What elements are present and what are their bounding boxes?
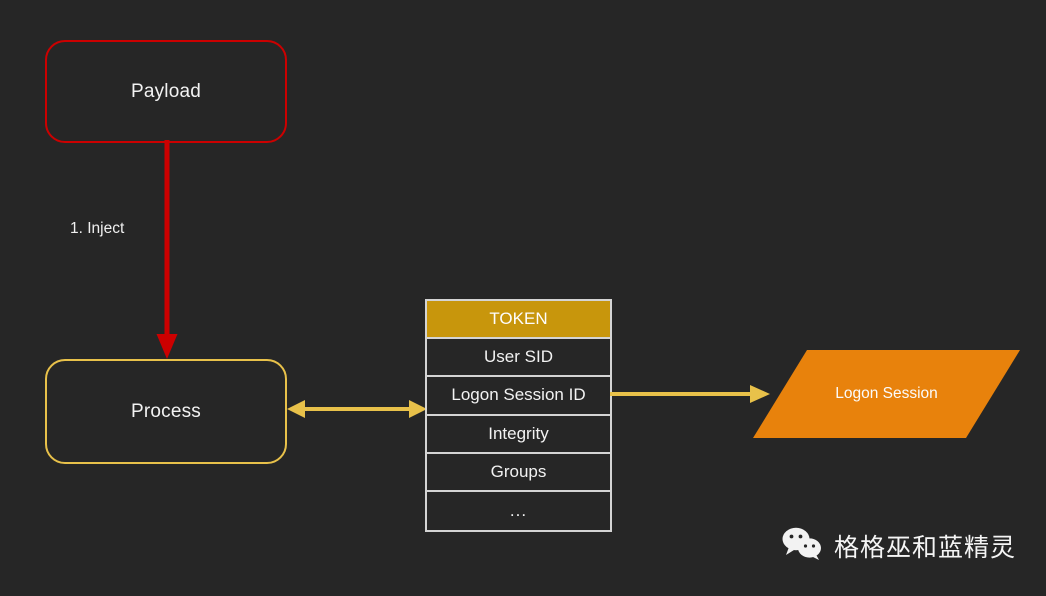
process-node: Process [45, 359, 287, 464]
watermark-text: 格格巫和蓝精灵 [834, 534, 1017, 562]
process-token-arrow [287, 394, 427, 424]
token-table-header: TOKEN [427, 301, 610, 340]
table-row: ... [427, 491, 610, 531]
logon-session-node [753, 350, 1020, 438]
table-row: User SID [427, 339, 610, 378]
process-label: Process [130, 400, 202, 422]
payload-label: Payload [130, 80, 202, 102]
table-row: Groups [427, 453, 610, 492]
inject-arrow [140, 140, 200, 365]
wechat-icon [782, 527, 822, 565]
token-session-arrow [610, 379, 770, 409]
payload-node: Payload [45, 40, 287, 143]
table-row: Logon Session ID [427, 377, 610, 416]
token-table: TOKEN User SID Logon Session ID Integrit… [425, 299, 612, 533]
table-row: Integrity [427, 415, 610, 454]
watermark: 格格巫和蓝精灵 [782, 527, 1016, 565]
inject-label: 1. Inject [70, 220, 125, 237]
